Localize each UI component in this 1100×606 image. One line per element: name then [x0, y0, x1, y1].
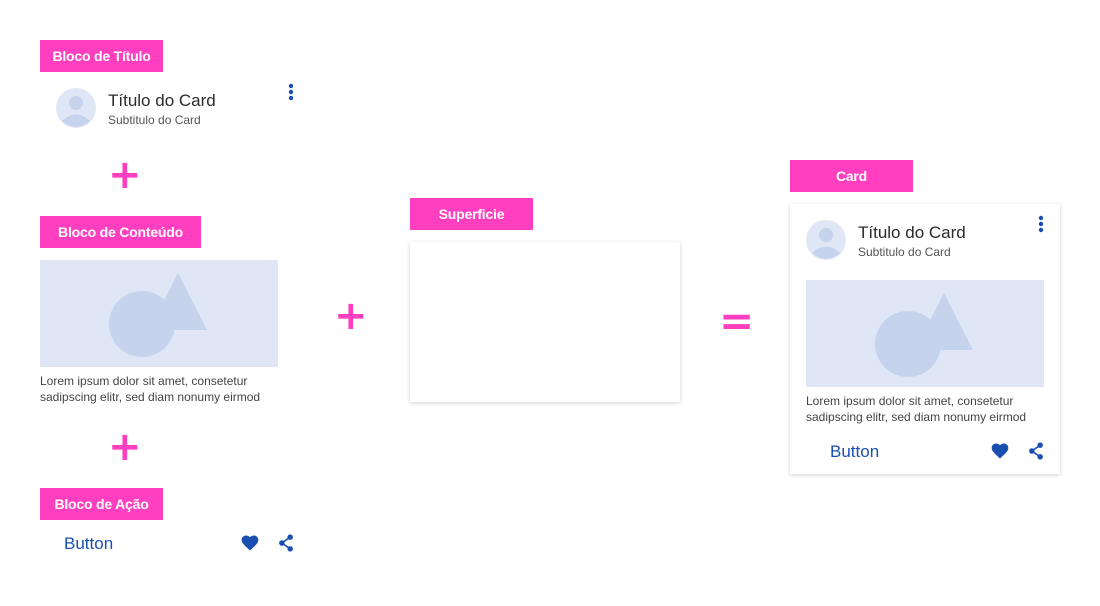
card-subtitle: Subtitulo do Card [858, 245, 951, 259]
plus-operator: + [108, 152, 142, 198]
media-placeholder [40, 260, 278, 367]
title-block-tag: Bloco de Título [40, 40, 163, 72]
card-subtitle: Subtitulo do Card [108, 113, 201, 127]
share-icon[interactable] [1026, 441, 1046, 461]
more-vert-icon[interactable] [286, 82, 296, 102]
card-title: Título do Card [858, 223, 966, 242]
plus-operator: + [334, 293, 368, 339]
heart-icon[interactable] [990, 441, 1010, 461]
card-tag: Card [790, 160, 913, 192]
content-block-tag: Bloco de Conteúdo [40, 216, 201, 248]
image-placeholder-icon [109, 273, 207, 357]
content-text: Lorem ipsum dolor sit amet, consetetur s… [806, 393, 1026, 425]
avatar-icon [806, 220, 846, 260]
plus-operator: + [108, 424, 142, 470]
content-text-line: sadipscing elitr, sed diam nonumy eirmod [40, 390, 261, 404]
card-title: Título do Card [108, 91, 216, 110]
surface-tag: Superficie [410, 198, 533, 230]
more-vert-icon[interactable] [1036, 214, 1046, 234]
surface-panel [410, 242, 680, 402]
action-block-tag: Bloco de Ação [40, 488, 163, 520]
image-placeholder-icon [875, 293, 973, 377]
heart-icon[interactable] [240, 533, 260, 553]
content-text: Lorem ipsum dolor sit amet, consetetur s… [40, 373, 260, 405]
content-text-line: Lorem ipsum dolor sit amet, consetetur [806, 394, 1014, 408]
media-placeholder [806, 280, 1044, 387]
content-text-line: Lorem ipsum dolor sit amet, consetetur [40, 374, 248, 388]
share-icon[interactable] [276, 533, 296, 553]
text-button[interactable]: Button [64, 534, 114, 553]
equals-operator: = [719, 296, 755, 345]
avatar-icon [56, 88, 96, 128]
text-button[interactable]: Button [830, 442, 880, 461]
content-text-line: sadipscing elitr, sed diam nonumy eirmod [806, 410, 1027, 424]
